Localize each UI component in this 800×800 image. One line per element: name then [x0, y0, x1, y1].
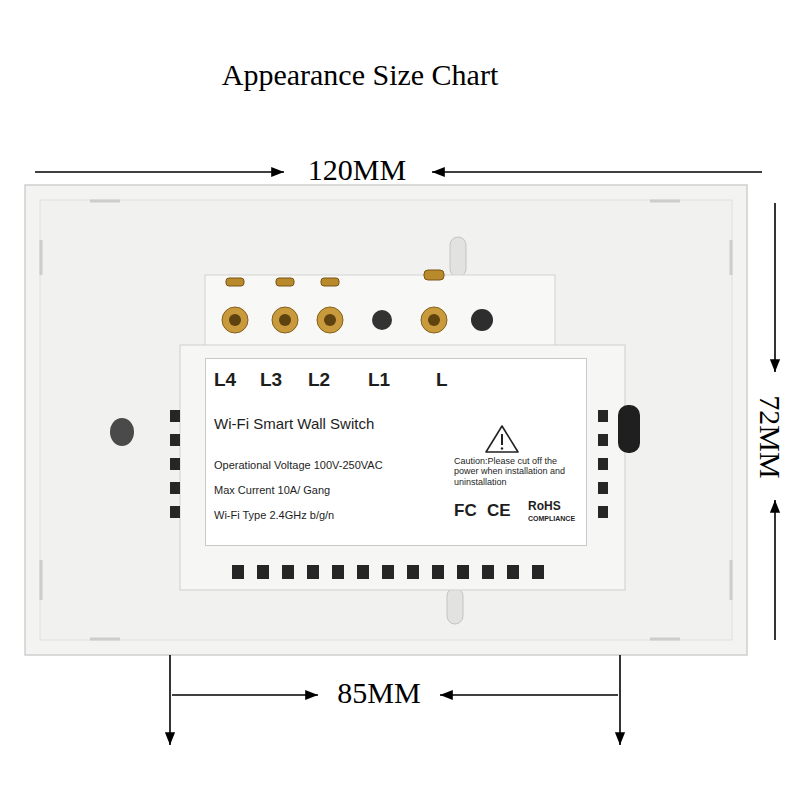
- screw-heads: [226, 270, 444, 286]
- terminal-label: L1: [368, 369, 390, 391]
- cert-mark: CE: [487, 501, 511, 521]
- product-name: Wi-Fi Smart Wall Switch: [214, 415, 374, 432]
- face-plate: [25, 185, 747, 655]
- cert-mark: RoHS: [528, 500, 561, 514]
- cert-mark: COMPLIANCE: [528, 515, 575, 523]
- spec-line: Wi-Fi Type 2.4GHz b/g/n: [214, 509, 334, 522]
- terminal-label: L2: [308, 369, 330, 391]
- plate-notches: [41, 201, 731, 639]
- dimension-label: 120MM: [308, 155, 406, 185]
- side-clip: [618, 405, 640, 453]
- switch-housing: [180, 345, 625, 590]
- cert-mark: FC: [454, 501, 477, 521]
- terminal-label: L3: [260, 369, 282, 391]
- terminal-screws: [222, 307, 493, 333]
- terminal-label: L4: [214, 369, 236, 391]
- caution-note: Caution:Please cut off the power when in…: [454, 456, 582, 487]
- spec-line: Max Current 10A/ Gang: [214, 484, 330, 497]
- dimension-lines: [35, 172, 775, 745]
- spec-line: Operational Voltage 100V-250VAC: [214, 459, 383, 472]
- mount-slot: [447, 588, 463, 624]
- side-clip: [110, 418, 134, 446]
- plate-frame: [40, 200, 732, 640]
- chart-title: Appearance Size Chart: [222, 58, 499, 92]
- dimension-label: 72MM: [755, 395, 785, 478]
- dimension-label: 85MM: [337, 678, 420, 708]
- terminal-block: [205, 275, 555, 347]
- label-sticker: L4 L3 L2 L1 L Wi-Fi Smart Wall SwitchOperatio…: [205, 358, 587, 546]
- terminal-label: L: [436, 369, 448, 391]
- mount-slot: [450, 237, 466, 277]
